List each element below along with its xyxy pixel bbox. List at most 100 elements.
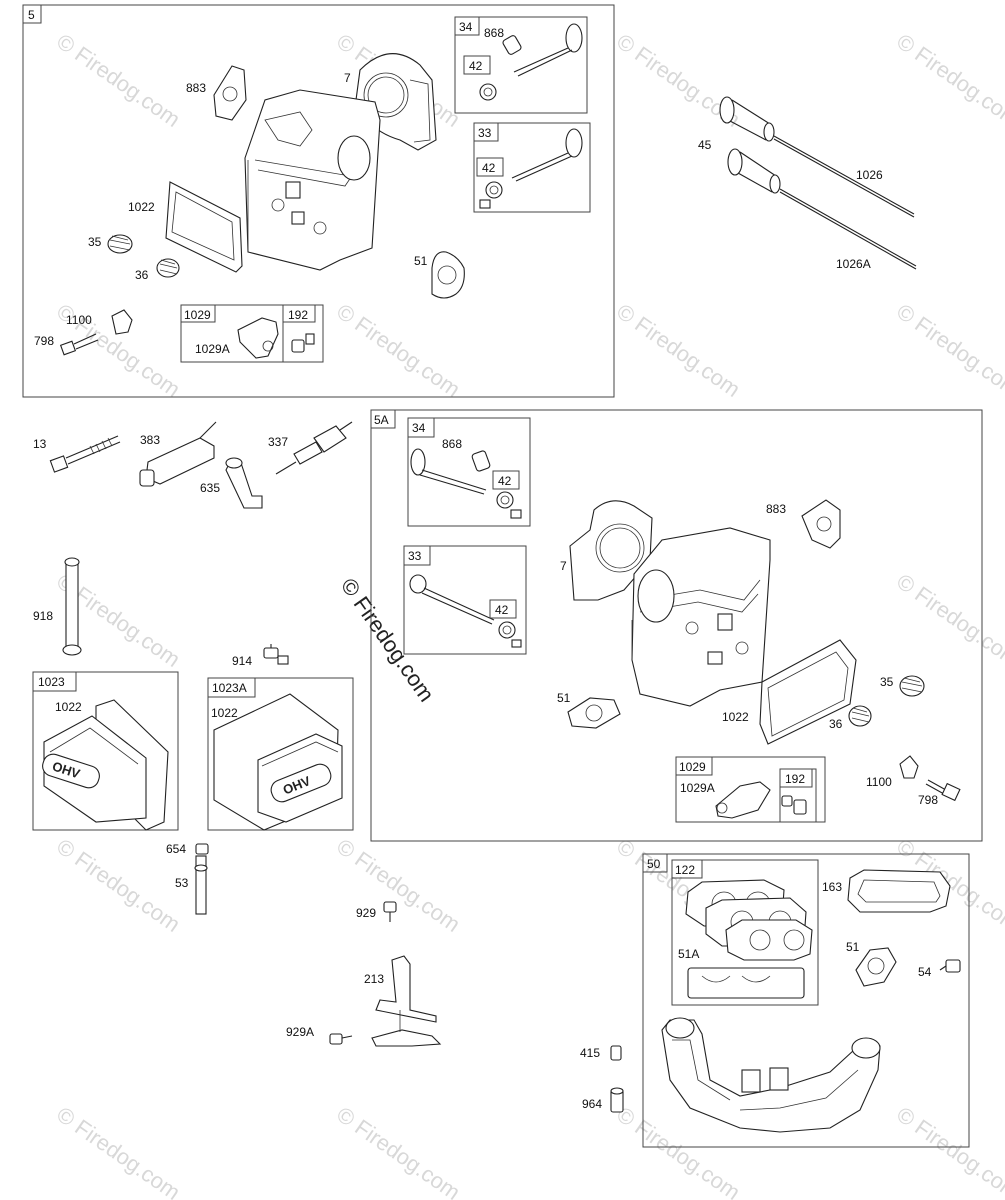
intake-gasket-shape <box>567 697 621 729</box>
callout-36: 36 <box>135 268 149 282</box>
lifter-shape <box>719 96 775 142</box>
callout-51: 51 <box>557 691 571 705</box>
callout-42: 42 <box>498 474 512 488</box>
gasket-883-shape <box>213 65 247 121</box>
gasket-163-shape <box>847 869 951 913</box>
callout-868: 868 <box>442 437 462 451</box>
valve-cover-shape: OHV <box>42 715 147 823</box>
retainer-shape <box>479 83 497 101</box>
callout-1029A: 1029A <box>680 781 715 795</box>
group-34-label: 34 <box>412 421 426 435</box>
gasket-set-shape <box>685 879 813 999</box>
watermark: © Firedog.com <box>612 299 745 402</box>
pushrods-area: 45 1026 1026A <box>698 96 917 271</box>
bolt-shape <box>939 959 961 973</box>
callout-1026A: 1026A <box>836 257 871 271</box>
pushrod-shape <box>779 188 917 267</box>
callout-1022: 1022 <box>722 710 749 724</box>
group-1029-label: 1029 <box>679 760 706 774</box>
watermark: © Firedog.com <box>892 29 1005 132</box>
retainer-shape <box>498 621 516 639</box>
intake-gasket-shape <box>855 947 897 987</box>
intake-manifold-shape <box>661 1017 881 1133</box>
callout-964: 964 <box>582 1097 602 1111</box>
spring-shape <box>156 258 180 278</box>
lifter-shape <box>727 148 781 194</box>
rocker-arm-shape <box>237 317 279 359</box>
cylinder-head-shape <box>631 527 771 707</box>
watermark: © Firedog.com <box>52 1102 185 1200</box>
nut-shape <box>195 843 209 855</box>
valve-shape <box>410 448 487 495</box>
clip-shape <box>899 755 919 779</box>
callout-798: 798 <box>34 334 54 348</box>
callout-35: 35 <box>88 235 102 249</box>
spark-plug-shape <box>275 421 353 475</box>
callout-13: 13 <box>33 437 47 451</box>
callout-1026: 1026 <box>856 168 883 182</box>
spring-shape <box>899 675 925 697</box>
group-5: 5 34 42 868 33 42 883 <box>22 4 615 398</box>
retainer-shape <box>485 181 503 199</box>
callout-213: 213 <box>364 972 384 986</box>
callout-1022: 1022 <box>128 200 155 214</box>
callout-383: 383 <box>140 433 160 447</box>
gasket-883-shape <box>801 499 841 549</box>
watermark: © Firedog.com <box>892 1102 1005 1200</box>
group-33-label: 33 <box>478 126 492 140</box>
valve-shape <box>511 128 583 182</box>
fitting-shape <box>610 1045 622 1061</box>
elbow-shape <box>225 457 263 509</box>
callout-337: 337 <box>268 435 288 449</box>
callout-51A: 51A <box>678 947 699 961</box>
callout-798: 798 <box>918 793 938 807</box>
callout-45: 45 <box>698 138 712 152</box>
callout-1022: 1022 <box>55 700 82 714</box>
screw-shape <box>263 644 289 665</box>
cover-gasket-shape <box>759 639 857 745</box>
stud-shape <box>194 855 208 915</box>
valve-seal-shape <box>471 450 491 472</box>
callout-53: 53 <box>175 876 189 890</box>
callout-7: 7 <box>344 71 351 85</box>
group-1023A-label: 1023A <box>212 681 247 695</box>
watermark: © Firedog.com <box>332 1102 465 1200</box>
spring-shape <box>848 705 872 727</box>
group-50-label: 50 <box>647 857 661 871</box>
group-33-label: 33 <box>408 549 422 563</box>
callout-635: 635 <box>200 481 220 495</box>
callout-1022: 1022 <box>211 706 238 720</box>
watermark: © Firedog.com <box>892 569 1005 672</box>
group-192-label: 192 <box>288 308 308 322</box>
clip-shape <box>111 309 133 335</box>
head-bolt-shape <box>49 435 121 473</box>
bolt-shape <box>925 779 961 802</box>
watermark: © Firedog.com <box>332 834 465 937</box>
head-gasket-shape <box>569 500 653 601</box>
group-122-label: 122 <box>675 863 695 877</box>
callout-914: 914 <box>232 654 252 668</box>
group-192-label: 192 <box>785 772 805 786</box>
callout-42: 42 <box>482 161 496 175</box>
callout-42: 42 <box>469 59 483 73</box>
group-34-label: 34 <box>459 20 473 34</box>
watermark: © Firedog.com <box>892 299 1005 402</box>
group-5-label: 5 <box>28 8 35 22</box>
rocker-arm-shape <box>715 781 771 819</box>
dipstick-tube-shape <box>62 557 82 656</box>
callout-54: 54 <box>918 965 932 979</box>
screw-shape <box>329 1033 353 1045</box>
group-5A-label: 5A <box>374 413 389 427</box>
callout-918: 918 <box>33 609 53 623</box>
bolt-shape <box>59 333 99 356</box>
callout-929: 929 <box>356 906 376 920</box>
nut-shape <box>291 339 305 353</box>
cylinder-head-shape <box>244 89 381 271</box>
callout-35: 35 <box>880 675 894 689</box>
watermark: © Firedog.com <box>332 299 465 402</box>
group-1029-label: 1029 <box>184 308 211 322</box>
callout-883: 883 <box>186 81 206 95</box>
screw-shape <box>383 901 397 922</box>
group-5A: 5A 34 868 42 33 42 7 <box>370 409 983 842</box>
pushrod-shape <box>773 135 915 215</box>
